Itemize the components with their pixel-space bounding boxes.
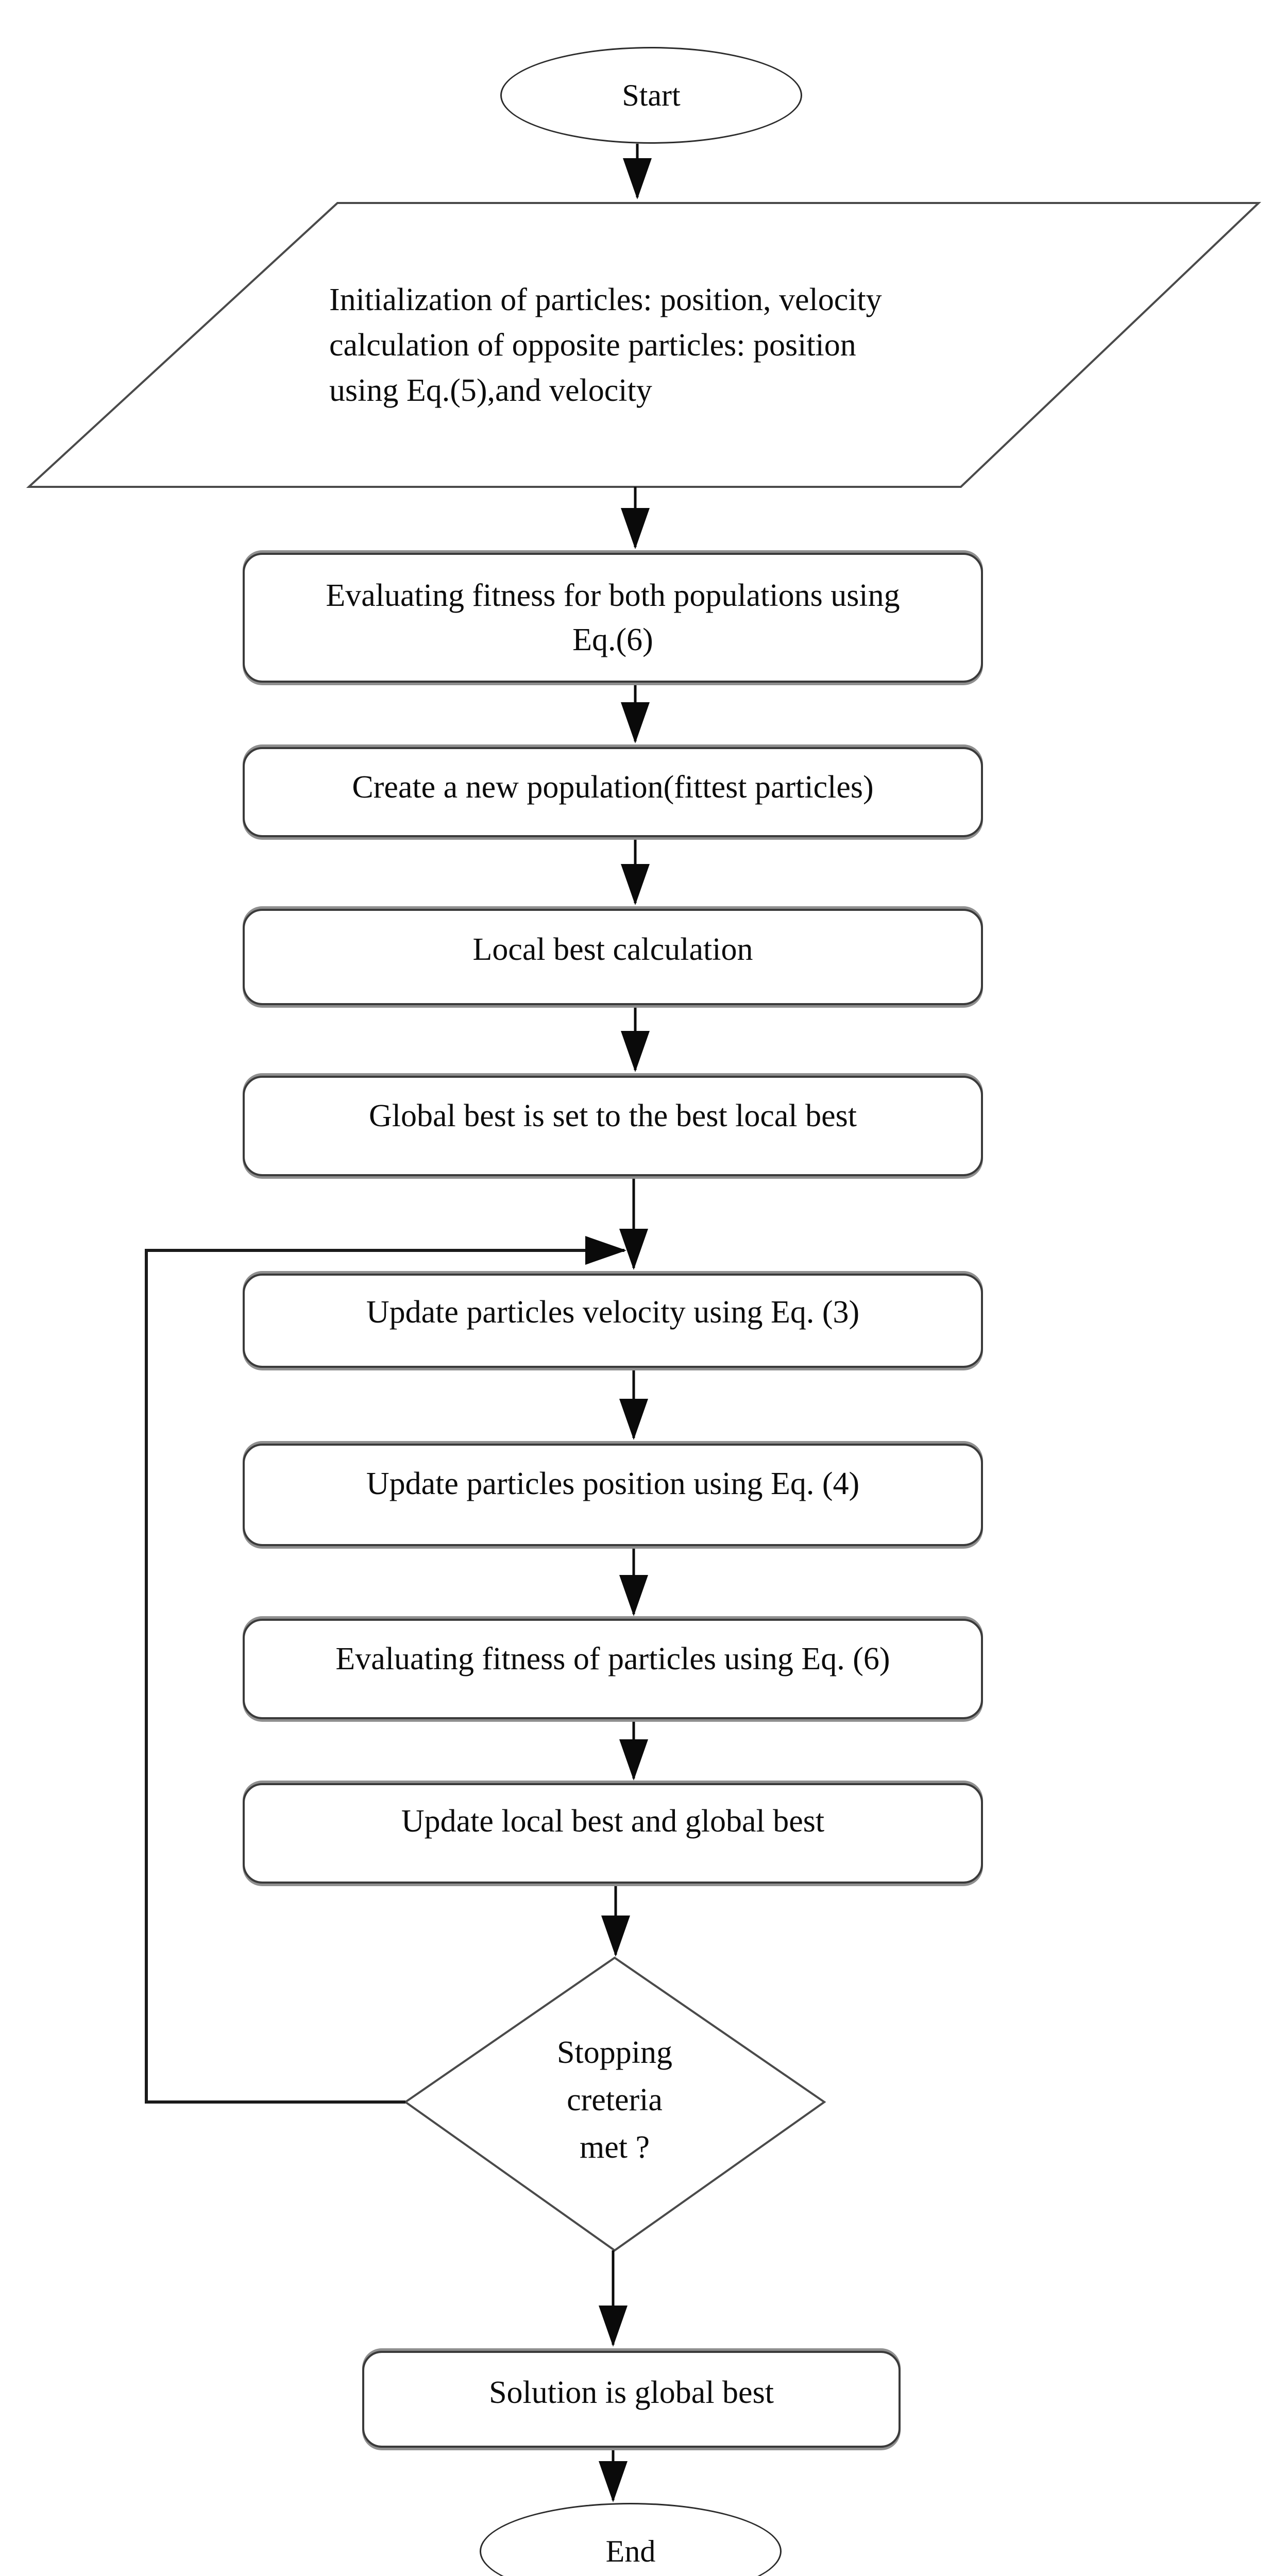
process-evaluate-both-populations: Evaluating fitness for both populations … (243, 553, 983, 683)
process-global-best-set: Global best is set to the best local bes… (243, 1076, 983, 1176)
process-update-particles-velocity: Update particles velocity using Eq. (3) (243, 1274, 983, 1368)
process-solution-is-global-best: Solution is global best (362, 2351, 901, 2448)
loop-back-line (145, 1236, 626, 2104)
init-parallelogram-text: Initialization of particles: position, v… (329, 282, 882, 408)
start-terminator: Start (500, 47, 802, 144)
init-parallelogram-shape (26, 202, 1261, 488)
process-local-best-calculation: Local best calculation (243, 909, 983, 1005)
process-update-local-global-best: Update local best and global best (243, 1783, 983, 1884)
decision-diamond-text: Stopping creteria met ? (557, 2035, 672, 2165)
process-update-particles-position: Update particles position using Eq. (4) (243, 1444, 983, 1546)
end-terminator: End (480, 2503, 782, 2576)
process-evaluate-particles-fitness: Evaluating fitness of particles using Eq… (243, 1619, 983, 1719)
decision-diamond-shape (403, 1956, 826, 2252)
process-create-new-population: Create a new population(fittest particle… (243, 747, 983, 837)
